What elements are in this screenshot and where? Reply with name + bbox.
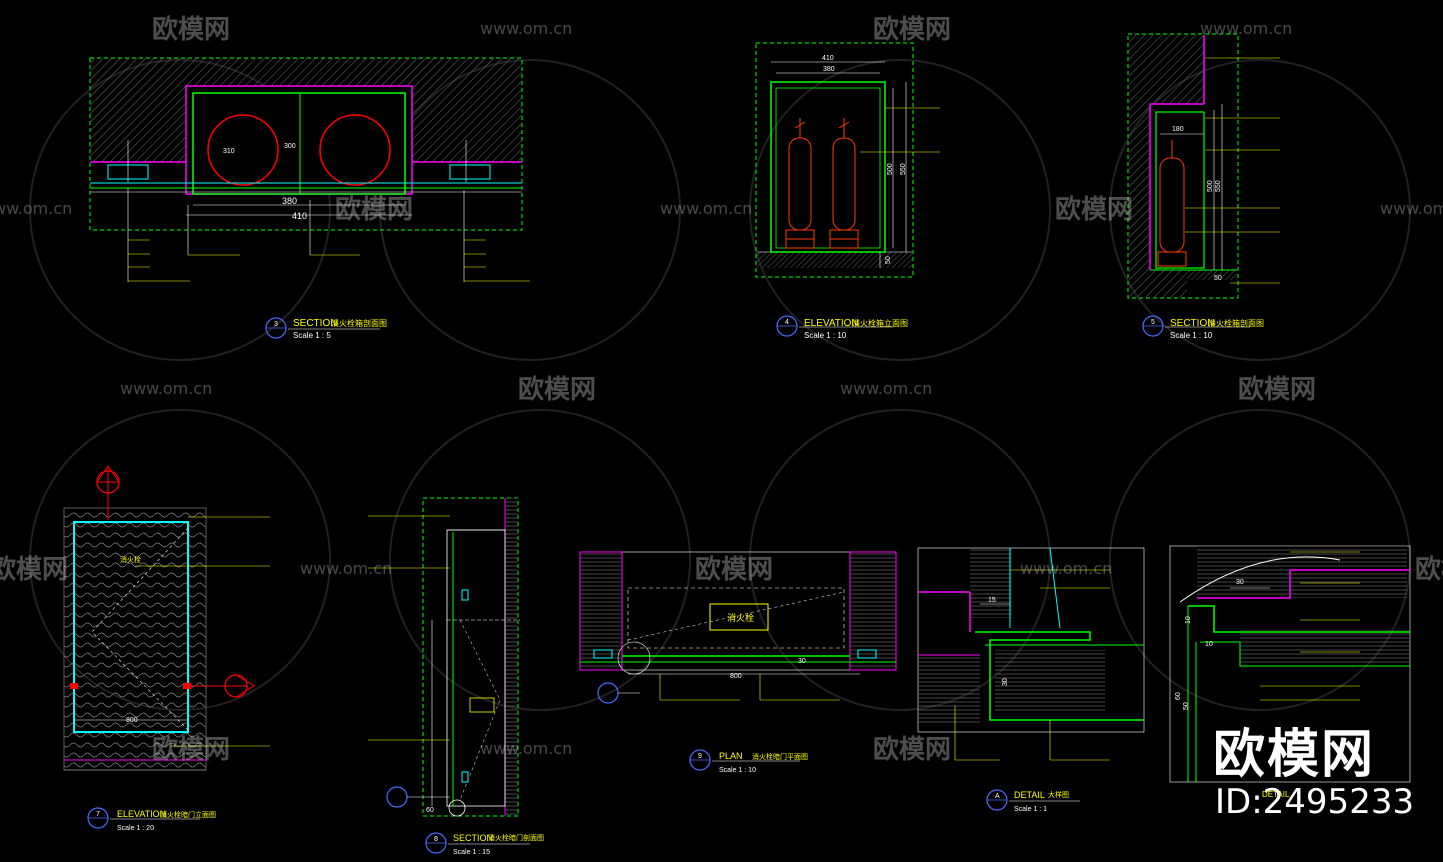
- drawing-8-subtitle: 消火栓暗门剖面图: [488, 833, 544, 842]
- drawing-5-title: SECTION: [1170, 318, 1214, 329]
- drawing-3-subtitle: 消火栓箱剖面图: [331, 318, 387, 328]
- svg-text:www.om.cn: www.om.cn: [660, 199, 752, 218]
- dim-v2: 550: [900, 163, 907, 175]
- detail-a-subtitle: 大样图: [1048, 790, 1069, 799]
- brand-id: ID:2495233: [1215, 782, 1415, 822]
- dim-diameter: 310: [223, 148, 235, 155]
- drawing-5-number: 5: [1151, 319, 1155, 326]
- dim-width: 800: [126, 717, 138, 724]
- brand-logo: 欧模网: [1213, 725, 1376, 785]
- fire-label: 消火栓: [120, 555, 141, 564]
- dim-outer: 410: [292, 211, 307, 221]
- drawing-9-title: PLAN: [719, 751, 743, 761]
- drawing-4-subtitle: 消火栓箱立面图: [852, 318, 908, 328]
- svg-text:欧模网: 欧模网: [1055, 194, 1133, 225]
- watermark-logo: 欧模网 欧模网 欧模网 欧模网 欧模网 欧模网 欧模网 欧模网 欧模网 欧模网 …: [0, 14, 1443, 765]
- svg-text:www.om.cn: www.om.cn: [480, 739, 572, 758]
- svg-text:www.om.cn: www.om.cn: [120, 379, 212, 398]
- drawing-plan-9: 消火栓 800 30 9 PLAN 消火栓暗门平面图 Scale 1 : 10: [579, 551, 897, 774]
- dim-e: 60: [1175, 692, 1182, 700]
- dim-side: 30: [798, 658, 806, 665]
- drawing-8-scale: Scale 1 : 15: [453, 849, 490, 856]
- dim-a: 30: [1236, 579, 1244, 586]
- brand-watermark: 欧模网 ID:2495233: [1205, 712, 1414, 832]
- drawing-3-number: 3: [274, 321, 278, 328]
- drawing-7-title: ELEVATION: [117, 809, 166, 819]
- fire-extinguisher-icon: [785, 118, 859, 249]
- drawing-detail-b: 30 10 10 50 60 DETAIL: [1169, 545, 1411, 799]
- dim-top-1: 410: [822, 55, 834, 62]
- dim-base: 50: [1214, 275, 1222, 282]
- svg-text:欧模网: 欧模网: [0, 554, 68, 585]
- svg-text:www.om.cn: www.om.cn: [480, 19, 572, 38]
- svg-text:欧模网: 欧模网: [335, 194, 413, 225]
- drawing-section-3: 380 410 310 300 3 SECTION 消火栓箱剖面图 Scale …: [89, 57, 530, 340]
- detail-a-title: DETAIL: [1014, 790, 1045, 800]
- fire-extinguisher-icon: [1157, 140, 1187, 267]
- dim-v1: 500: [887, 163, 894, 175]
- drawing-4-scale: Scale 1 : 10: [804, 331, 847, 340]
- svg-text:www.om.cn: www.om.cn: [300, 559, 392, 578]
- drawing-7-scale: Scale 1 : 20: [117, 825, 154, 832]
- dim-b: 30: [1002, 678, 1009, 686]
- drawing-7-subtitle: 消火栓暗门立面图: [160, 810, 216, 819]
- dim-width: 800: [730, 673, 742, 680]
- drawing-9-subtitle: 消火栓暗门平面图: [752, 752, 808, 761]
- drawing-3-title: SECTION: [293, 318, 337, 329]
- svg-text:欧模网: 欧模网: [695, 554, 773, 585]
- drawing-3-scale: Scale 1 : 5: [293, 331, 331, 340]
- dim-width: 180: [1172, 126, 1184, 133]
- drawing-elevation-7: 800 消火栓 7 ELEVATION 消火栓暗门立面图 Scale 1 : 2…: [63, 465, 270, 832]
- svg-text:欧模网: 欧模网: [152, 734, 230, 765]
- dim-b: 10: [1185, 616, 1192, 624]
- drawing-section-5: 180 500 550 50 5 SECTION 消火栓箱剖面图 Scale 1…: [1127, 33, 1280, 340]
- dim-d: 50: [1183, 702, 1190, 710]
- dim-bottom: 60: [426, 807, 434, 814]
- drawing-section-8: 60 8 SECTION 消火栓暗门剖面图 Scale 1 : 15: [368, 497, 544, 856]
- svg-text:欧模网: 欧模网: [1415, 554, 1443, 585]
- drawing-elevation-4: 410 380 500 550 50 4 ELEVATION 消火栓箱立面图 S…: [755, 42, 940, 340]
- dim-inner: 380: [282, 196, 297, 206]
- detail-b-title: DETAIL: [1262, 790, 1290, 799]
- svg-text:www.om.cn: www.om.cn: [840, 379, 932, 398]
- watermarks: 欧模网 欧模网 欧模网 欧模网 欧模网 欧模网 欧模网 欧模网 欧模网 欧模网 …: [0, 14, 1443, 765]
- drawing-4-number: 4: [785, 319, 789, 326]
- svg-text:欧模网: 欧模网: [152, 14, 230, 45]
- watermark-url: www.om.cn www.om.cn www.om.cn www.om.cn …: [0, 19, 1443, 758]
- dim-v2: 550: [1215, 180, 1222, 192]
- dim-v1: 500: [1207, 180, 1214, 192]
- fire-box-label: 消火栓: [727, 612, 754, 623]
- drawing-8-title: SECTION: [453, 833, 493, 843]
- drawing-9-number: 9: [698, 753, 702, 760]
- drawing-8-number: 8: [434, 836, 438, 843]
- drawing-5-subtitle: 消火栓箱剖面图: [1208, 318, 1264, 328]
- svg-text:欧模网: 欧模网: [518, 374, 596, 405]
- detail-a-number: A: [995, 793, 1000, 800]
- svg-text:www.om.cn: www.om.cn: [1200, 19, 1292, 38]
- dim-vert: 300: [284, 143, 296, 150]
- dim-a: 15: [988, 597, 996, 604]
- svg-text:www.om.cn: www.om.cn: [1020, 559, 1112, 578]
- drawing-4-title: ELEVATION: [804, 318, 859, 329]
- detail-a-scale: Scale 1 : 1: [1014, 806, 1047, 813]
- drawing-7-number: 7: [96, 811, 100, 818]
- drawing-5-scale: Scale 1 : 10: [1170, 331, 1213, 340]
- svg-text:欧模网: 欧模网: [873, 734, 951, 765]
- dim-base: 50: [885, 256, 892, 264]
- drawing-9-scale: Scale 1 : 10: [719, 767, 756, 774]
- svg-text:欧模网: 欧模网: [873, 14, 951, 45]
- drawing-detail-a: 15 30 A DETAIL 大样图 Scale 1 : 1: [917, 547, 1145, 813]
- dim-top-2: 380: [823, 66, 835, 73]
- dim-c: 10: [1205, 641, 1213, 648]
- svg-text:欧模网: 欧模网: [1238, 374, 1316, 405]
- svg-text:www.om.cn: www.om.cn: [0, 199, 72, 218]
- svg-text:www.om.cn: www.om.cn: [1380, 199, 1443, 218]
